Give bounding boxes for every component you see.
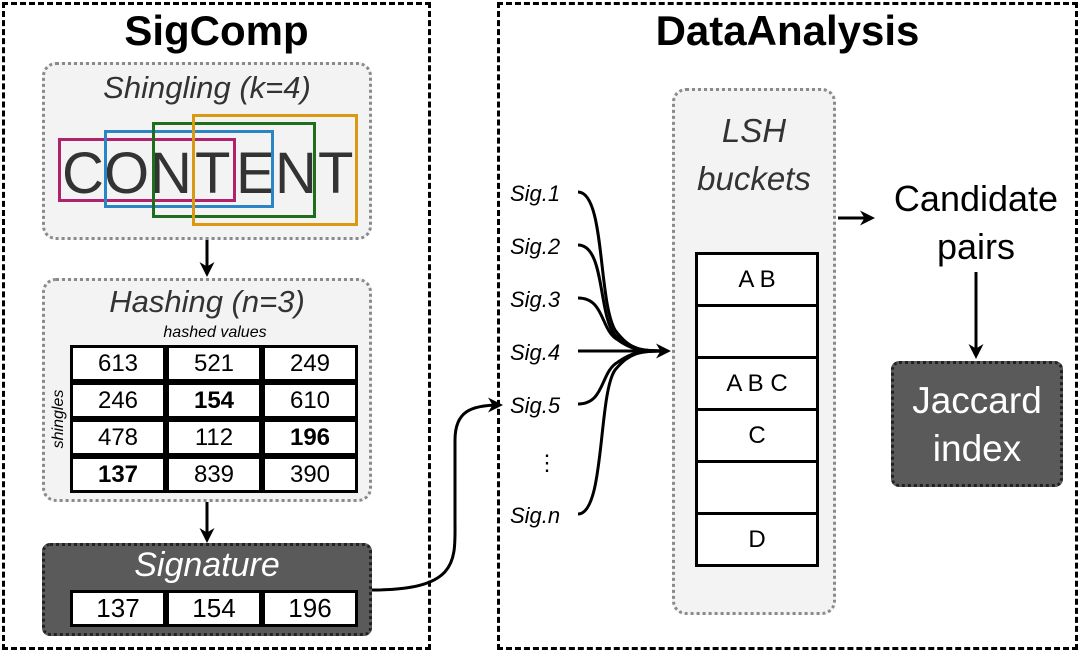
- jaccard-line2: index: [932, 428, 1022, 469]
- sig-label: Sig.3: [510, 287, 561, 312]
- letter: C: [62, 141, 104, 206]
- signature-cell: 196: [262, 590, 358, 627]
- content-word: C O N T E N T: [60, 140, 360, 208]
- lsh-title-line1: LSH: [721, 112, 787, 149]
- letter: E: [236, 141, 275, 206]
- ellipsis-label: ⋮: [536, 450, 558, 475]
- sig-label: Sig.5: [510, 393, 561, 418]
- signature-cell: 154: [166, 590, 262, 627]
- signature-cell: 137: [70, 590, 166, 627]
- shingle-window-2: [104, 130, 274, 208]
- letter: N: [275, 141, 317, 206]
- sigcomp-panel: [2, 2, 431, 650]
- signature-table: 137 154 196: [70, 590, 358, 627]
- jaccard-box: [891, 361, 1063, 487]
- hash-cell: 246: [70, 382, 166, 419]
- letter: O: [104, 141, 150, 206]
- arrow-sign-lsh: [577, 349, 669, 516]
- table-row: 137 839 390: [70, 456, 358, 493]
- hash-cell-min: 154: [166, 382, 262, 419]
- bucket: D: [695, 512, 819, 567]
- hash-cell: 478: [70, 419, 166, 456]
- hashed-values-label: hashed values: [163, 324, 267, 341]
- shingle-window-3: [152, 122, 316, 218]
- hash-cell: 521: [166, 345, 262, 382]
- dataanalysis-panel: [497, 2, 1078, 650]
- letter: N: [150, 141, 192, 206]
- arrow-signature-sig5: [371, 397, 503, 592]
- shingle-window-1: [58, 138, 236, 202]
- hash-cell-min: 137: [70, 456, 166, 493]
- letter: T: [318, 141, 354, 206]
- table-row: 478 112 196: [70, 419, 358, 456]
- sig-label: Sig.2: [510, 234, 561, 259]
- dataanalysis-title: DataAnalysis: [655, 7, 920, 54]
- shingling-title: Shingling (k=4): [103, 70, 311, 105]
- arrow-sig5-lsh: [577, 349, 669, 406]
- table-row: 613 521 249: [70, 345, 358, 382]
- hash-cell: 112: [166, 419, 262, 456]
- bucket: [695, 304, 819, 359]
- hash-cell: 249: [262, 345, 358, 382]
- hash-cell-min: 196: [262, 419, 358, 456]
- hash-cell: 613: [70, 345, 166, 382]
- arrow-sig2-lsh: [577, 243, 669, 353]
- candidate-pairs-line1: Candidate: [893, 178, 1059, 219]
- sig-label: Sig.1: [510, 181, 561, 206]
- hash-cell: 390: [262, 456, 358, 493]
- table-row: 246 154 610: [70, 382, 358, 419]
- jaccard-line1: Jaccard: [912, 380, 1042, 421]
- table-row: 137 154 196: [70, 590, 358, 627]
- sig-label: Sig.4: [510, 340, 561, 365]
- arrow-sig1-lsh: [577, 190, 671, 359]
- lsh-title-line2: buckets: [697, 160, 811, 197]
- hash-cell: 839: [166, 456, 262, 493]
- hashing-title: Hashing (n=3): [109, 284, 305, 319]
- sig-label: Sig.n: [510, 503, 561, 528]
- arrow-sig3-lsh: [577, 296, 669, 353]
- hash-cell: 610: [262, 382, 358, 419]
- shingle-window-4: [192, 114, 358, 226]
- shingling-box: [42, 62, 372, 240]
- signature-title: Signature: [134, 546, 280, 584]
- sigcomp-title: SigComp: [124, 7, 309, 54]
- hash-table: 613 521 249 246 154 610 478 112 196 137 …: [70, 345, 358, 493]
- letter: T: [195, 141, 231, 206]
- bucket-column: A B A B C C D: [695, 252, 819, 567]
- candidate-pairs-line2: pairs: [936, 226, 1016, 267]
